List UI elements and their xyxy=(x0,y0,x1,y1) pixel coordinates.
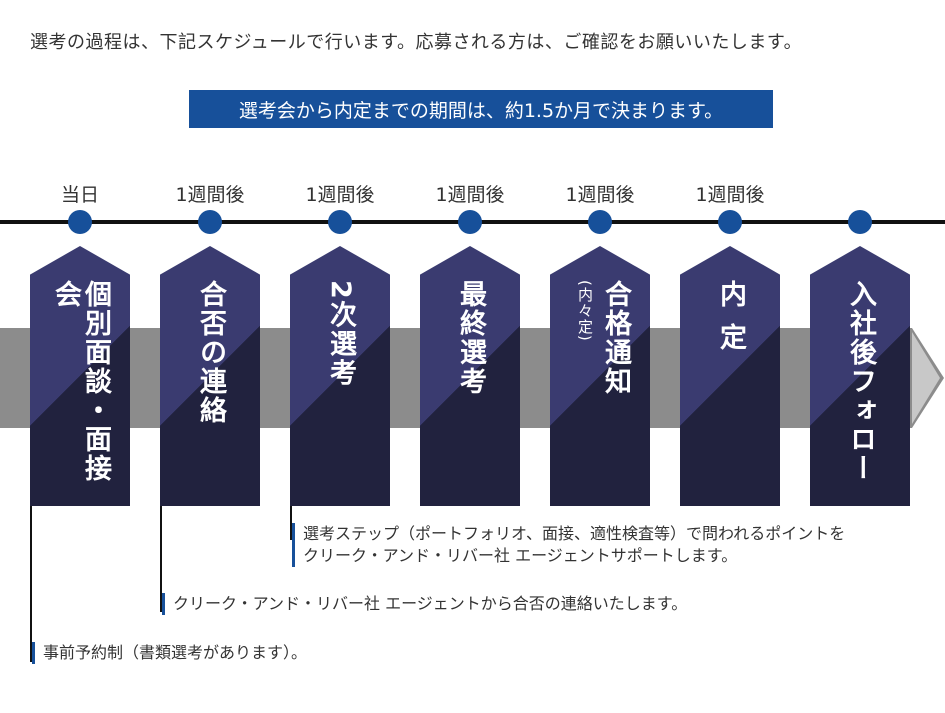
step-label-6: 内定 xyxy=(715,280,746,366)
duration-notice-banner: 選考会から内定までの期間は、約1.5か月で決まります。 xyxy=(189,90,773,128)
step-label-7: 入社後フォロー xyxy=(845,280,876,483)
step-label-4: 最終選考 xyxy=(455,280,486,396)
intro-text: 選考の過程は、下記スケジュールで行います。応募される方は、ご確認をお願いいたしま… xyxy=(30,32,803,53)
timing-label-4: 1週間後 xyxy=(435,184,505,206)
step-label-2: 合否の連絡 xyxy=(195,280,226,425)
note-step-1: 事前予約制（書類選考があります）。 xyxy=(43,643,308,662)
note-bar-step-3 xyxy=(292,523,295,567)
step-label-5: 合格通知 xyxy=(600,280,631,396)
timing-labels: 当日 1週間後 1週間後 1週間後 1週間後 1週間後 xyxy=(0,180,945,206)
note-step-3-line-1: 選考ステップ（ポートフォリオ、面接、適性検査等）で問われるポイントを xyxy=(303,524,846,543)
step-card-1: 個別面談・面接会 xyxy=(30,246,130,506)
timing-label-1: 当日 xyxy=(60,184,99,206)
leader-line-step-2 xyxy=(160,506,162,612)
step-label-1: 個別面談・面接会 xyxy=(50,280,111,483)
note-step-3: 選考ステップ（ポートフォリオ、面接、適性検査等）で問われるポイントを クリーク・… xyxy=(303,523,845,567)
timeline-dot-6 xyxy=(718,210,742,234)
step-label-3: 2次選考 xyxy=(325,280,356,388)
timeline-dot-4 xyxy=(458,210,482,234)
note-step-3-line-2: クリーク・アンド・リバー社 エージェントサポートします。 xyxy=(303,546,738,565)
timeline-dot-2 xyxy=(198,210,222,234)
timing-label-2: 1週間後 xyxy=(175,184,245,206)
leader-line-step-3 xyxy=(290,506,292,540)
timing-label-6: 1週間後 xyxy=(695,184,765,206)
step-card-5: 合格通知 (内々定) xyxy=(550,246,650,506)
timeline-dot-7 xyxy=(848,210,872,234)
note-bar-step-2 xyxy=(162,593,165,615)
note-bar-step-1 xyxy=(32,642,35,664)
step-card-6: 内定 xyxy=(680,246,780,506)
leader-line-step-1 xyxy=(30,506,32,662)
timing-label-3: 1週間後 xyxy=(305,184,375,206)
step-card-4: 最終選考 xyxy=(420,246,520,506)
step-card-3: 2次選考 xyxy=(290,246,390,506)
timeline-dot-1 xyxy=(68,210,92,234)
step-card-7: 入社後フォロー xyxy=(810,246,910,506)
timing-label-5: 1週間後 xyxy=(565,184,635,206)
note-step-2: クリーク・アンド・リバー社 エージェントから合否の連絡いたします。 xyxy=(173,594,688,613)
timeline-dot-3 xyxy=(328,210,352,234)
step-card-2: 合否の連絡 xyxy=(160,246,260,506)
timeline-dot-5 xyxy=(588,210,612,234)
step-note-5: (内々定) xyxy=(576,280,594,342)
